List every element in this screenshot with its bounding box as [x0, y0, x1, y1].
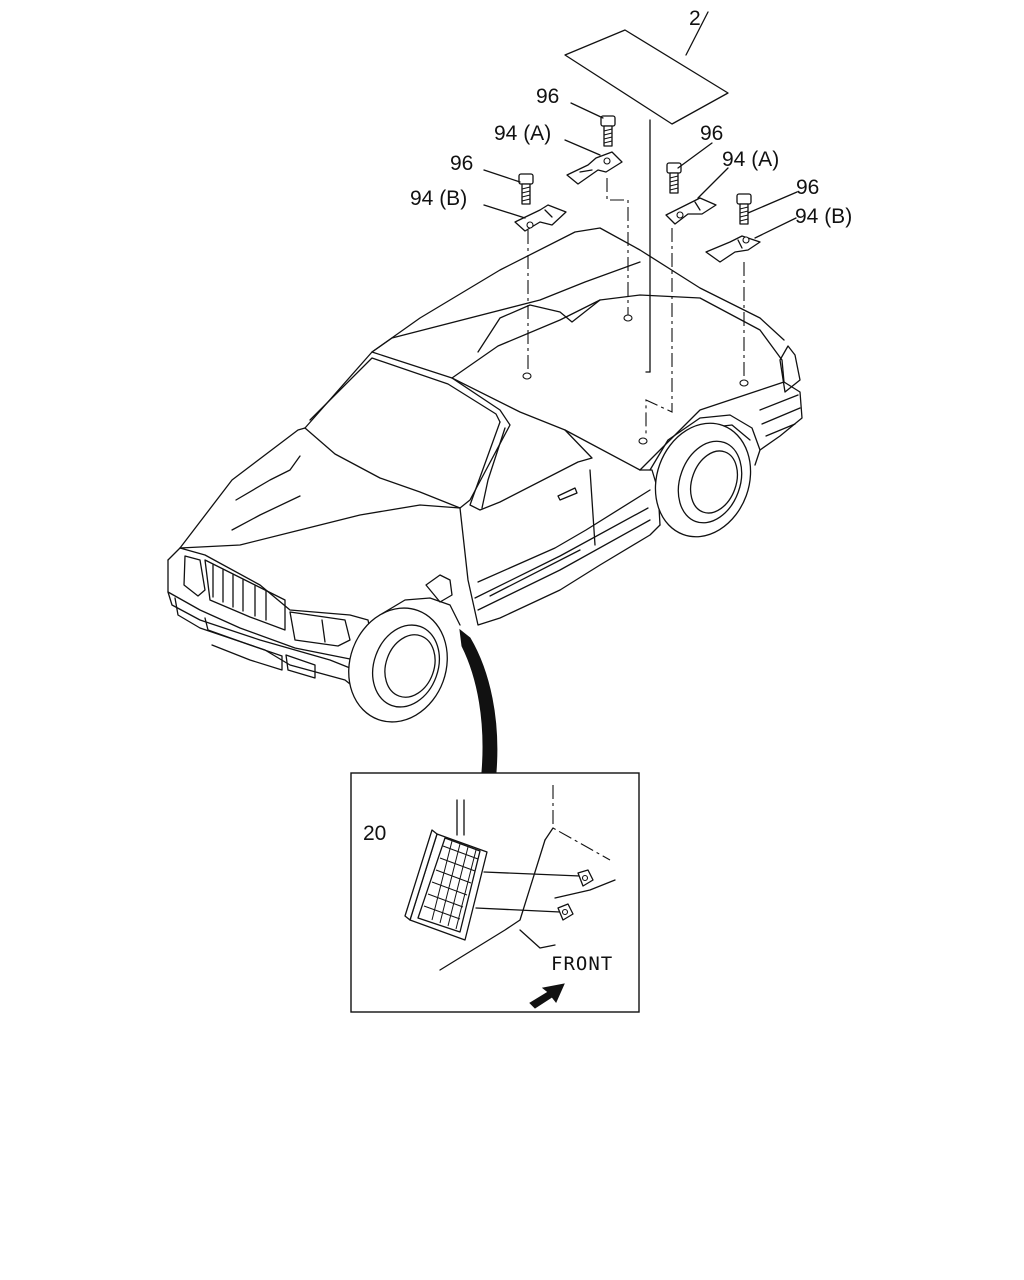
front-wheel [348, 607, 448, 723]
label-part-96: 96 [450, 152, 473, 175]
label-part-20: 20 [363, 822, 386, 845]
bracket-94b-right [705, 235, 761, 263]
label-part-96: 96 [536, 85, 559, 108]
label-part-96: 96 [700, 122, 723, 145]
front-arrow-icon [529, 983, 565, 1009]
label-part-96: 96 [796, 176, 819, 199]
label-part-94b: 94 (B) [410, 187, 467, 210]
bolt-icon [600, 115, 616, 147]
label-part-2: 2 [689, 7, 701, 30]
bracket-94a-left [566, 151, 623, 185]
bolt-icon [736, 193, 752, 225]
label-part-94b: 94 (B) [795, 205, 852, 228]
bracket-94a-right [665, 197, 717, 225]
bracket-94b-left [514, 204, 567, 232]
label-part-94a: 94 (A) [494, 122, 551, 145]
roof-panel-part-2 [564, 11, 729, 373]
alignment-lines [527, 178, 745, 437]
detail-inset [350, 772, 640, 1013]
front-label: FRONT [551, 953, 613, 975]
label-part-94a: 94 (A) [722, 148, 779, 171]
callout-arrow [459, 628, 498, 773]
mounting-holes [522, 314, 749, 445]
grille-part-20 [404, 829, 488, 941]
bolt-icon [666, 162, 682, 194]
bolt-icon [518, 173, 534, 205]
rear-wheel [654, 422, 752, 538]
